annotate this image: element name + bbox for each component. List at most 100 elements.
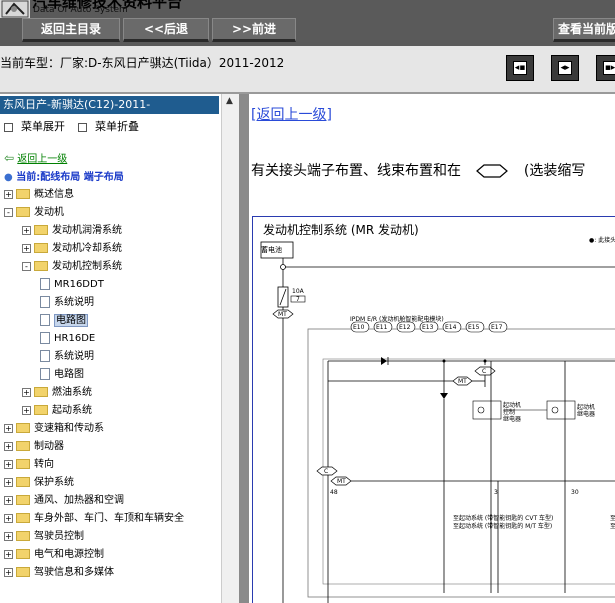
panel-splitter[interactable] <box>239 94 249 603</box>
breadcrumb: 当前车型：厂家:D-东风日产骐达(Tiida）2011-2012 <box>0 56 285 70</box>
footnote-cvt: 至起动系统 (带智能钥匙的 CVT 车型) <box>453 515 554 522</box>
tree-expand-icon[interactable]: + <box>4 477 13 487</box>
folder-icon <box>16 207 30 217</box>
tree-item-label: 驾驶员控制 <box>34 531 84 542</box>
split-center-button[interactable]: ◂▸ <box>551 55 579 81</box>
tree-item[interactable]: -发动机 <box>4 204 64 222</box>
expand-right-button[interactable]: ▪▸ <box>596 55 615 81</box>
battery-label: 蓄电池 <box>261 246 282 254</box>
connector-e12: E12 <box>399 324 411 331</box>
folder-icon <box>16 549 30 559</box>
folder-icon <box>16 567 30 577</box>
tree-item-label: 电气和电源控制 <box>34 549 104 560</box>
tree-expand-icon[interactable]: + <box>4 567 13 577</box>
tree-item[interactable]: +车身外部、车门、车顶和车辆安全 <box>4 510 184 528</box>
tree-expand-icon[interactable]: + <box>4 459 13 469</box>
tree-expand-icon[interactable]: + <box>4 513 13 523</box>
fuse-label: 10A <box>292 288 304 295</box>
footnote-mt: 至起动系统 (带智能钥匙的 M/T 车型) <box>453 523 553 530</box>
scroll-up-icon: ▲ <box>226 96 233 106</box>
app-logo-icon <box>0 0 30 18</box>
tree-item-label: 转向 <box>34 459 54 470</box>
tree-item[interactable]: 电路图 <box>40 312 88 330</box>
tree-item[interactable]: + 发动机润滑系统 <box>22 222 122 240</box>
tree-item-label: 驾驶信息和多媒体 <box>34 567 114 578</box>
tree-expand-icon[interactable]: + <box>4 189 13 199</box>
connector-mt-mid: MT <box>458 378 467 385</box>
forward-button[interactable]: >>前进 <box>212 18 296 42</box>
tree-expand-icon[interactable]: + <box>4 549 13 559</box>
tree-item[interactable]: +通风、加热器和空调 <box>4 492 124 510</box>
diagram-title: 发动机控制系统 (MR 发动机) <box>263 223 419 237</box>
tree-item-label: 燃油系统 <box>52 387 92 398</box>
tree-item[interactable]: +保护系统 <box>4 474 74 492</box>
tree-collapse-icon[interactable]: - <box>4 207 13 217</box>
relay1-line2: 控制 <box>503 409 516 416</box>
tree-item[interactable]: -发动机控制系统 <box>22 258 122 276</box>
tree-item[interactable]: + 燃油系统 <box>22 384 92 402</box>
wire-number-3: 3 <box>494 489 498 496</box>
sidebar-back-label: 返回上一级 <box>17 154 68 165</box>
connector-e11: E11 <box>376 324 388 331</box>
tree-item[interactable]: +变速箱和传动系 <box>4 420 104 438</box>
connector-mt-low: MT <box>337 478 346 485</box>
tree-expand-icon[interactable]: + <box>4 531 13 541</box>
tree-expand-icon[interactable]: + <box>4 495 13 505</box>
tree-expand-icon[interactable]: + <box>22 243 31 253</box>
connector-e15: E15 <box>468 324 480 331</box>
tree-item[interactable]: HR16DE <box>40 330 95 348</box>
split-center-icon: ◂▸ <box>558 61 572 75</box>
tree-item[interactable]: MR16DDT <box>40 276 104 294</box>
home-button[interactable]: 返回主目录 <box>22 18 120 42</box>
folder-icon <box>34 243 48 253</box>
wiring-diagram: 发动机控制系统 (MR 发动机) ●: 此接头 <box>252 216 615 603</box>
connector-note: 有关接头端子布置、线束布置和在 (选装缩写 <box>251 160 585 180</box>
document-icon <box>40 368 50 380</box>
fuse-number: 7 <box>296 296 300 303</box>
sidebar <box>0 94 221 603</box>
folder-icon <box>16 495 30 505</box>
tree-item[interactable]: + 驾驶信息和多媒体 <box>4 564 114 582</box>
tree-item[interactable]: 电路图 <box>40 366 84 384</box>
tree-item[interactable]: +制动器 <box>4 438 64 456</box>
note-suffix: (选装缩写 <box>523 163 586 179</box>
tree-item[interactable]: + 驾驶员控制 <box>4 528 84 546</box>
folder-icon <box>16 459 30 469</box>
tree-item[interactable]: + 电气和电源控制 <box>4 546 104 564</box>
tree-collapse-icon[interactable]: - <box>22 261 31 271</box>
diagram-drawing <box>260 241 615 603</box>
sidebar-scrollbar[interactable]: ▲ <box>221 94 239 603</box>
menu-expand-label: 菜单展开 <box>21 120 65 133</box>
app-header: 汽车维修技术资料平台 Data Of Auto System 返回主目录 <<后… <box>0 0 615 46</box>
menu-expand-control[interactable]: 菜单展开 <box>4 118 65 134</box>
tree-item[interactable]: +起动系统 <box>22 402 92 420</box>
tree-item[interactable]: 系统说明 <box>40 348 94 366</box>
tree-item-label: 发动机润滑系统 <box>52 225 122 236</box>
main-content: [返回上一级] 有关接头端子布置、线束布置和在 (选装缩写 发动机控制系统 (M… <box>249 94 615 603</box>
tree-expand-icon[interactable]: + <box>4 423 13 433</box>
note-prefix: 有关接头端子布置、线束布置和在 <box>251 163 461 179</box>
menu-collapse-control[interactable]: 菜单折叠 <box>78 118 139 134</box>
back-button[interactable]: <<后退 <box>123 18 209 42</box>
tree-item[interactable]: 系统说明 <box>40 294 94 312</box>
view-current-button[interactable]: 查看当前版 <box>553 18 615 42</box>
tree-expand-icon[interactable]: + <box>22 225 31 235</box>
tree-expand-icon[interactable]: + <box>22 405 31 415</box>
tree-expand-icon[interactable]: + <box>22 387 31 397</box>
edge-label-2: 至 <box>610 523 615 530</box>
content-back-link[interactable]: [返回上一级] <box>251 107 332 123</box>
tree-expand-icon[interactable]: + <box>4 441 13 451</box>
marker-c-2: C <box>324 468 329 475</box>
tree-item[interactable]: + 转向 <box>4 456 54 474</box>
sidebar-back-link[interactable]: ⇦ 返回上一级 <box>4 150 67 165</box>
relay2-line2: 继电器 <box>577 411 596 418</box>
tree-item[interactable]: +发动机冷却系统 <box>22 240 122 258</box>
connector-e10: E10 <box>353 324 365 331</box>
menu-collapse-label: 菜单折叠 <box>95 120 139 133</box>
collapse-left-button[interactable]: ◂▪ <box>506 55 534 81</box>
current-location: ● 当前:配线布局 端子布局 <box>4 168 124 183</box>
expand-square-icon <box>4 122 13 132</box>
tree-item[interactable]: +概述信息 <box>4 186 74 204</box>
expand-right-icon: ▪▸ <box>603 61 615 75</box>
document-icon <box>40 350 50 362</box>
